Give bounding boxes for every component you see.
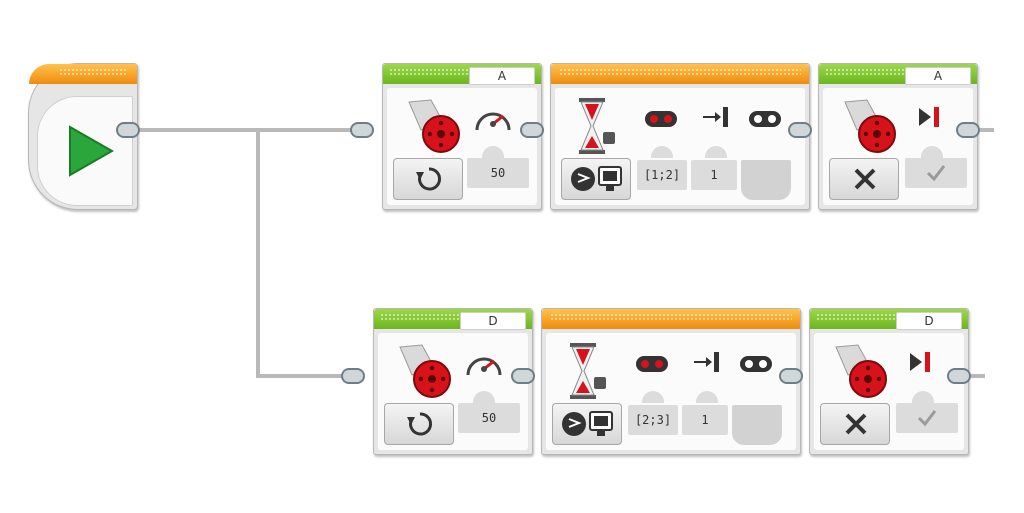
motor-mode-selector[interactable] bbox=[393, 158, 463, 200]
stop-x-icon bbox=[845, 413, 867, 435]
wait-brick-buttons-block-d[interactable]: [2;3] 1 bbox=[541, 308, 801, 455]
wait-mode-selector[interactable] bbox=[552, 403, 622, 445]
power-input-tab bbox=[482, 146, 504, 158]
motor-block-body bbox=[814, 333, 964, 450]
compare-brick-buttons-icon bbox=[562, 411, 613, 436]
brake-stop-icon bbox=[910, 352, 930, 372]
sequence-wire-branch-vertical bbox=[256, 128, 260, 378]
sequence-plug-out-wait-a[interactable] bbox=[788, 122, 812, 138]
bump-icon bbox=[694, 352, 719, 372]
motor-block-body: 50 bbox=[387, 88, 537, 205]
wait-brick-buttons-block-a[interactable]: [1;2] 1 bbox=[550, 63, 810, 210]
play-icon bbox=[69, 125, 115, 177]
motor-mode-selector[interactable] bbox=[820, 403, 890, 445]
brake-stop-icon bbox=[919, 107, 939, 127]
check-icon bbox=[917, 410, 937, 427]
motor-port-label[interactable]: D bbox=[460, 312, 526, 330]
sequence-wire-end-d bbox=[971, 374, 985, 378]
brake-value[interactable] bbox=[896, 403, 958, 433]
action-value[interactable]: 1 bbox=[691, 160, 737, 190]
power-gauge-icon bbox=[466, 357, 502, 376]
sequence-wire-end-a bbox=[980, 128, 994, 132]
buttons-input-tab bbox=[651, 146, 673, 158]
large-motor-icon bbox=[835, 344, 887, 398]
hourglass-icon bbox=[579, 98, 615, 154]
rotate-on-icon bbox=[407, 412, 432, 436]
large-motor-on-block-a[interactable]: A 50 bbox=[382, 63, 542, 210]
sequence-wire-main bbox=[140, 128, 360, 132]
sequence-plug-out-wait-d[interactable] bbox=[779, 368, 803, 384]
power-value[interactable]: 50 bbox=[458, 403, 520, 433]
sequence-plug-start[interactable] bbox=[116, 122, 140, 138]
buttons-input-tab bbox=[642, 391, 664, 403]
motor-port-label[interactable]: A bbox=[469, 67, 535, 85]
motor-port-label[interactable]: A bbox=[905, 67, 971, 85]
action-input-tab bbox=[696, 391, 718, 403]
power-value[interactable]: 50 bbox=[467, 158, 529, 188]
brake-input-tab bbox=[912, 391, 934, 403]
large-motor-icon bbox=[399, 344, 451, 398]
result-output bbox=[741, 160, 791, 200]
check-icon bbox=[926, 165, 946, 182]
large-motor-on-block-d[interactable]: D 50 bbox=[373, 308, 533, 455]
wait-block-body: [2;3] 1 bbox=[546, 333, 796, 450]
wait-block-header bbox=[542, 309, 800, 329]
motor-port-label[interactable]: D bbox=[896, 312, 962, 330]
rotate-on-icon bbox=[416, 167, 441, 191]
wait-mode-selector[interactable] bbox=[561, 158, 631, 200]
power-gauge-icon bbox=[475, 112, 511, 131]
start-block-body bbox=[37, 96, 133, 206]
motor-block-body bbox=[823, 88, 973, 205]
brick-buttons-value[interactable]: [2;3] bbox=[628, 405, 678, 435]
action-value[interactable]: 1 bbox=[682, 405, 728, 435]
sequence-plug-in-motor-a[interactable] bbox=[350, 122, 374, 138]
stop-x-icon bbox=[854, 168, 876, 190]
large-motor-icon bbox=[408, 99, 460, 153]
power-input-tab bbox=[473, 391, 495, 403]
sequence-plug-in-motor-d[interactable] bbox=[341, 368, 365, 384]
motor-mode-selector[interactable] bbox=[384, 403, 454, 445]
brick-button-released-icon bbox=[740, 356, 772, 372]
result-output bbox=[732, 405, 782, 445]
sequence-plug-out-motor-d[interactable] bbox=[511, 368, 535, 384]
action-input-tab bbox=[705, 146, 727, 158]
compare-brick-buttons-icon bbox=[571, 166, 622, 191]
motor-mode-selector[interactable] bbox=[829, 158, 899, 200]
sequence-wire-branch bbox=[256, 374, 352, 378]
start-block-header bbox=[29, 64, 137, 84]
large-motor-off-block-d[interactable]: D bbox=[809, 308, 969, 455]
sequence-plug-out-motor-a[interactable] bbox=[520, 122, 544, 138]
bump-icon bbox=[703, 107, 728, 127]
wait-block-header bbox=[551, 64, 809, 84]
brick-button-pressed-icon bbox=[636, 356, 668, 372]
brake-value[interactable] bbox=[905, 158, 967, 188]
brick-button-pressed-icon bbox=[645, 111, 677, 127]
large-motor-icon bbox=[844, 99, 896, 153]
brick-button-released-icon bbox=[749, 111, 781, 127]
hourglass-icon bbox=[570, 343, 606, 399]
motor-block-body: 50 bbox=[378, 333, 528, 450]
sequence-plug-out-motor-off-a[interactable] bbox=[956, 122, 980, 138]
wait-block-body: [1;2] 1 bbox=[555, 88, 805, 205]
sequence-plug-out-motor-off-d[interactable] bbox=[947, 368, 971, 384]
large-motor-off-block-a[interactable]: A bbox=[818, 63, 978, 210]
brake-input-tab bbox=[921, 146, 943, 158]
brick-buttons-value[interactable]: [1;2] bbox=[637, 160, 687, 190]
